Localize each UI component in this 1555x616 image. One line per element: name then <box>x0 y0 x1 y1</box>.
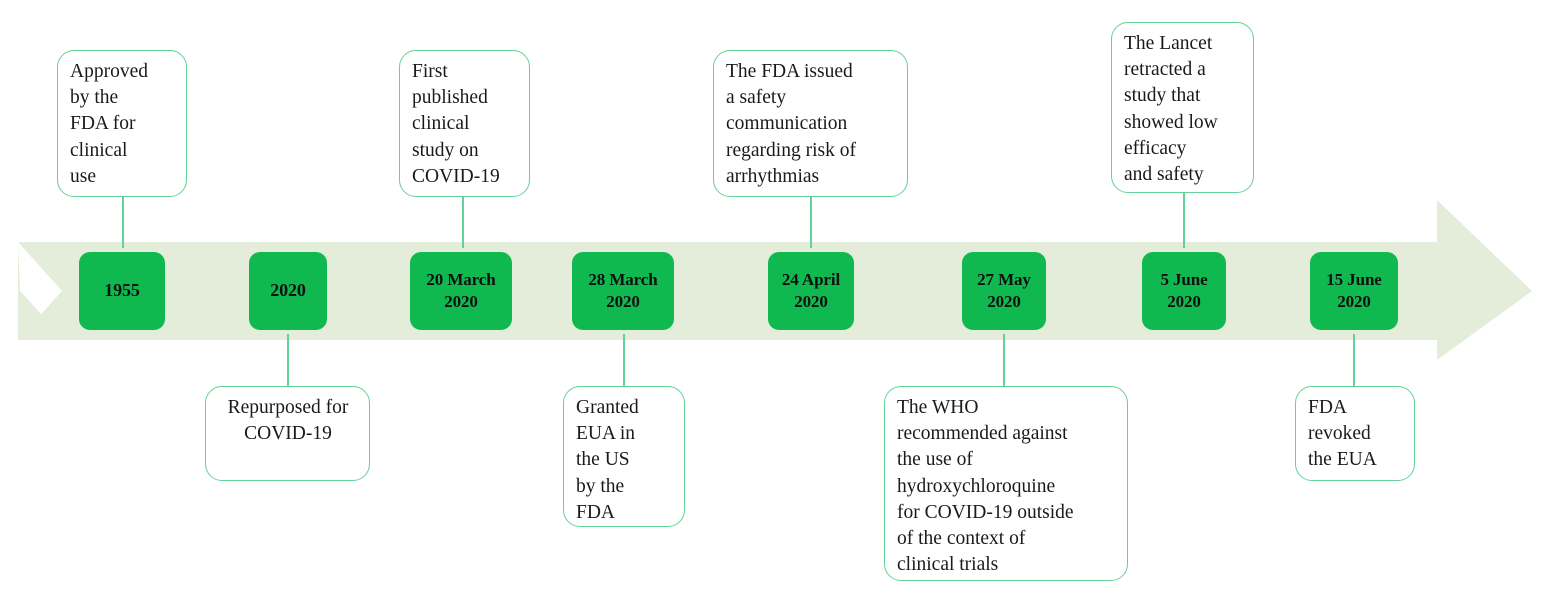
milestone-node-5-june-2020[interactable]: 5 June 2020 <box>1142 252 1226 330</box>
connector-line-24-april-2020 <box>810 196 812 248</box>
connector-line-5-june-2020 <box>1183 190 1185 248</box>
callout-5-june-2020[interactable]: The Lancet retracted a study that showed… <box>1111 22 1254 193</box>
arrow-band-shape <box>18 242 65 340</box>
callout-24-april-2020[interactable]: The FDA issued a safety communication re… <box>713 50 908 197</box>
connector-line-2020 <box>287 334 289 386</box>
connector-line-1955 <box>122 196 124 248</box>
callout-27-may-2020[interactable]: The WHO recommended against the use of h… <box>884 386 1128 581</box>
callout-28-march-2020[interactable]: Granted EUA in the US by the FDA <box>563 386 685 527</box>
connector-line-27-may-2020 <box>1003 334 1005 386</box>
milestone-node-27-may-2020[interactable]: 27 May 2020 <box>962 252 1046 330</box>
milestone-node-28-march-2020[interactable]: 28 March 2020 <box>572 252 674 330</box>
milestone-node-15-june-2020[interactable]: 15 June 2020 <box>1310 252 1398 330</box>
callout-2020[interactable]: Repurposed for COVID-19 <box>205 386 370 481</box>
callout-1955[interactable]: Approved by the FDA for clinical use <box>57 50 187 197</box>
milestone-node-20-march-2020[interactable]: 20 March 2020 <box>410 252 512 330</box>
connector-line-20-march-2020 <box>462 196 464 248</box>
milestone-node-2020[interactable]: 2020 <box>249 252 327 330</box>
milestone-node-24-april-2020[interactable]: 24 April 2020 <box>768 252 854 330</box>
connector-line-15-june-2020 <box>1353 334 1355 386</box>
callout-20-march-2020[interactable]: First published clinical study on COVID-… <box>399 50 530 197</box>
callout-15-june-2020[interactable]: FDA revoked the EUA <box>1295 386 1415 481</box>
connector-line-28-march-2020 <box>623 334 625 386</box>
milestone-node-1955[interactable]: 1955 <box>79 252 165 330</box>
